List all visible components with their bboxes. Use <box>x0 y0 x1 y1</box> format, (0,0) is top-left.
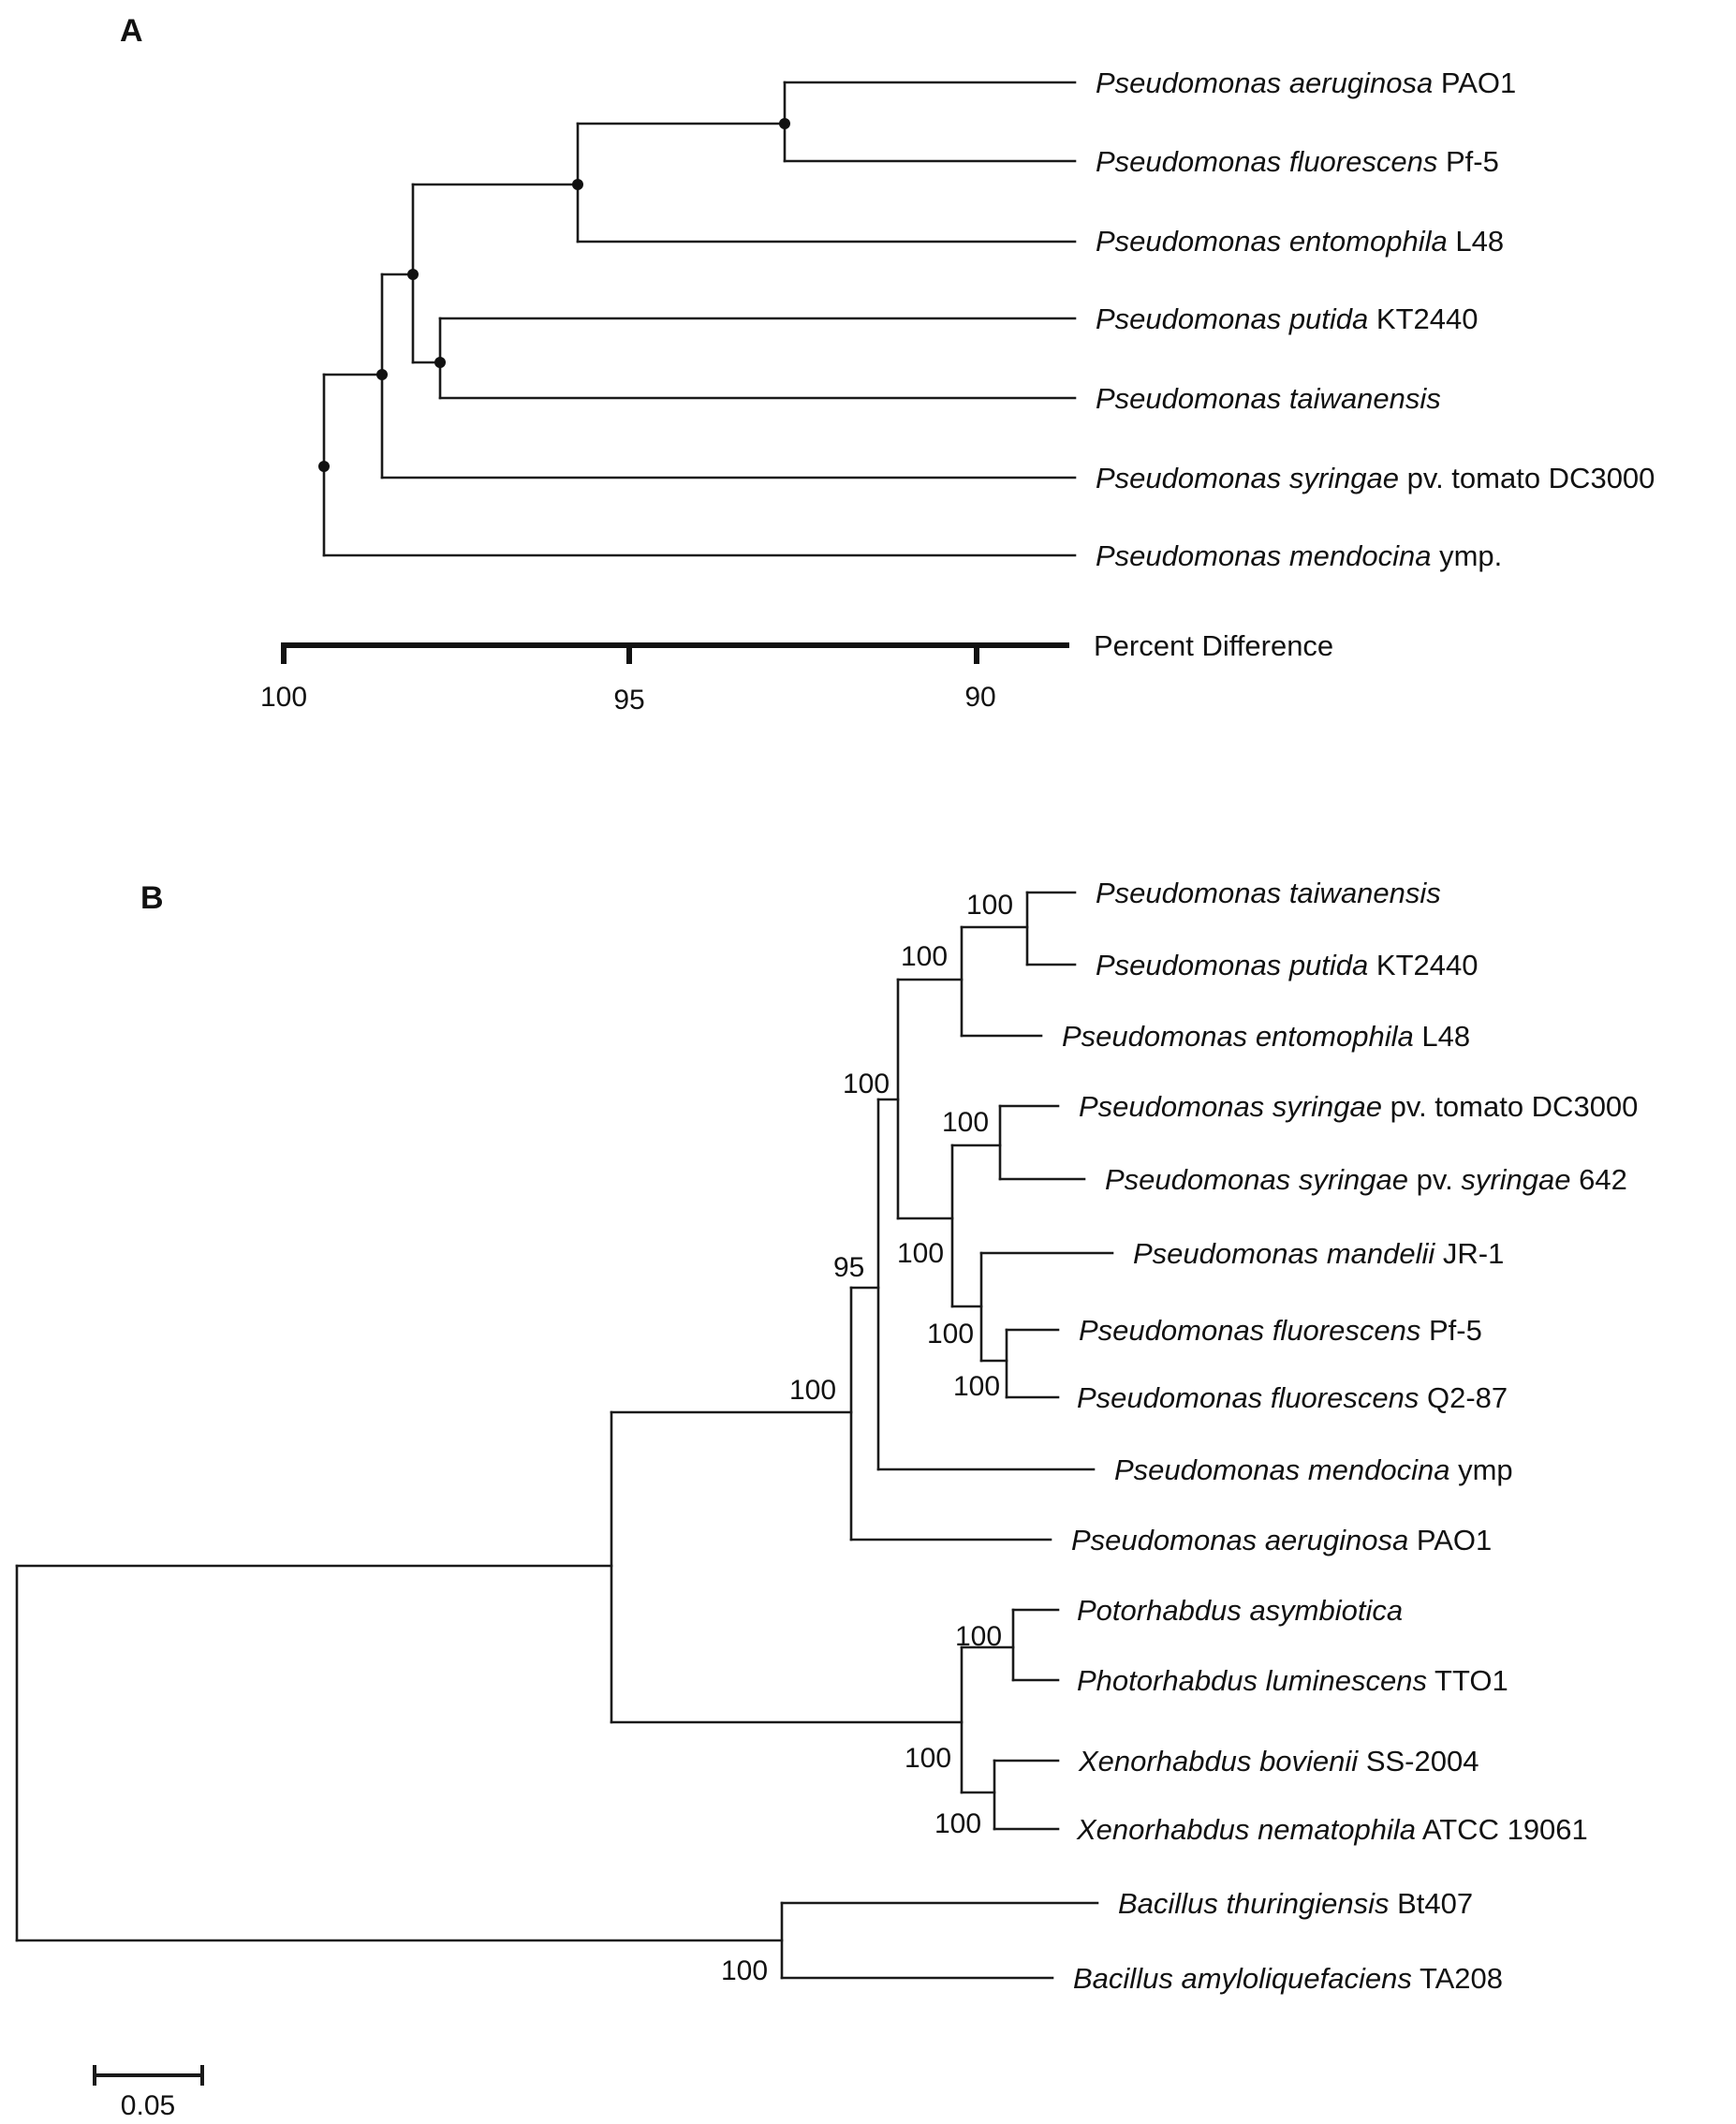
taxon-label: Pseudomonas taiwanensis <box>1096 877 1441 909</box>
bootstrap-value: 100 <box>843 1069 890 1099</box>
taxon-label: Pseudomonas fluorescens Pf-5 <box>1096 145 1499 178</box>
node-dot <box>572 179 583 190</box>
taxon-label: Potorhabdus asymbiotica <box>1077 1594 1403 1627</box>
axis-tick-label: 95 <box>613 685 644 715</box>
bootstrap-value: 100 <box>901 941 948 972</box>
taxon-label: Bacillus thuringiensis Bt407 <box>1118 1887 1473 1920</box>
scale-bar: 0.05 <box>93 2065 204 2121</box>
axis-tick-label: 90 <box>964 682 995 713</box>
bootstrap-value: 100 <box>897 1238 944 1269</box>
taxon-label: Pseudomonas aeruginosa PAO1 <box>1096 66 1516 99</box>
bootstrap-value: 100 <box>966 890 1013 921</box>
taxon-label: Pseudomonas mendocina ymp <box>1114 1453 1513 1486</box>
taxon-label: Pseudomonas mandelii JR-1 <box>1133 1237 1504 1270</box>
node-dot <box>779 118 790 129</box>
node-dot <box>318 461 330 472</box>
bootstrap-value: 100 <box>721 1955 768 1986</box>
panel-b-tree <box>15 891 1114 1980</box>
node-dot <box>434 357 446 368</box>
taxon-label: Xenorhabdus nematophila ATCC 19061 <box>1076 1813 1588 1846</box>
taxon-label: Photorhabdus luminescens TTO1 <box>1077 1664 1508 1697</box>
bootstrap-value: 100 <box>953 1371 1000 1402</box>
taxon-label: Pseudomonas entomophila L48 <box>1062 1020 1470 1053</box>
taxon-label: Pseudomonas aeruginosa PAO1 <box>1071 1524 1492 1556</box>
taxon-label: Pseudomonas fluorescens Q2-87 <box>1077 1381 1508 1414</box>
panel-a-axis: 100 95 90 Percent Difference <box>260 629 1333 715</box>
taxon-label: Pseudomonas fluorescens Pf-5 <box>1079 1314 1482 1347</box>
bootstrap-value: 100 <box>927 1319 974 1350</box>
bootstrap-value: 100 <box>905 1743 951 1774</box>
node-dot <box>376 369 388 380</box>
panel-a-labels: Pseudomonas aeruginosa PAO1 Pseudomonas … <box>1096 66 1655 572</box>
taxon-label: Xenorhabdus bovienii SS-2004 <box>1078 1745 1479 1777</box>
panel-a-tree <box>318 81 1077 557</box>
taxon-label: Pseudomonas taiwanensis <box>1096 382 1441 415</box>
panel-a-letter: A <box>120 13 143 49</box>
taxon-label: Bacillus amyloliquefaciens TA208 <box>1073 1962 1503 1995</box>
bootstrap-value: 100 <box>934 1808 981 1839</box>
taxon-label: Pseudomonas syringae pv. tomato DC3000 <box>1079 1090 1638 1123</box>
bootstrap-value: 100 <box>789 1375 836 1406</box>
node-dot <box>407 269 419 280</box>
taxon-label: Pseudomonas putida KT2440 <box>1096 302 1478 335</box>
panel-b-supports: 100 100 100 100 100 100 100 95 100 100 1… <box>721 890 1013 1986</box>
axis-tick-label: 100 <box>260 682 307 713</box>
taxon-label: Pseudomonas putida KT2440 <box>1096 949 1478 981</box>
bootstrap-value: 95 <box>833 1252 864 1283</box>
taxon-label: Pseudomonas syringae pv. tomato DC3000 <box>1096 462 1655 494</box>
taxon-label: Pseudomonas mendocina ymp. <box>1096 539 1502 572</box>
scale-bar-label: 0.05 <box>121 2090 175 2121</box>
bootstrap-value: 100 <box>942 1107 989 1138</box>
taxon-label: Pseudomonas entomophila L48 <box>1096 225 1504 258</box>
panel-b-letter: B <box>140 880 164 916</box>
taxon-label: Pseudomonas syringae pv. syringae 642 <box>1105 1163 1627 1196</box>
panel-b-labels: Pseudomonas taiwanensis Pseudomonas puti… <box>1062 877 1638 1995</box>
bootstrap-value: 100 <box>955 1621 1002 1652</box>
axis-label: Percent Difference <box>1094 629 1333 662</box>
